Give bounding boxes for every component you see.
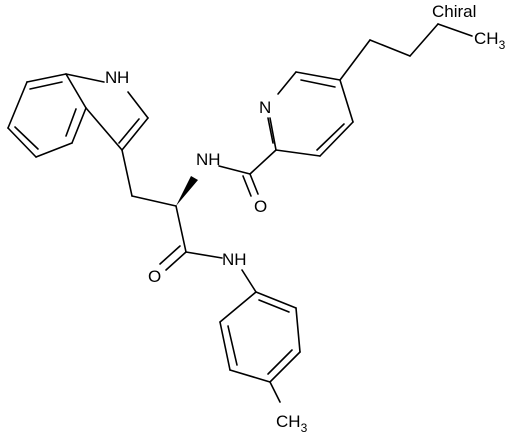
anilide-oxygen-label: O	[148, 267, 161, 286]
indole-benzene-ring	[7, 73, 87, 158]
stereo-wedge-bond	[176, 176, 198, 206]
anilide-nh-label: NH	[222, 250, 247, 269]
amide-nh-label: NH	[196, 150, 221, 169]
butyl-ch3-label: CH3	[474, 29, 506, 52]
indole-n-label: N	[105, 68, 117, 87]
amide-bonds	[218, 149, 277, 197]
pyridine-n-label: N	[259, 98, 271, 117]
pyridine-ring	[267, 71, 354, 157]
backbone-bonds	[121, 149, 223, 271]
chiral-flag: Chiral	[432, 2, 476, 21]
indole-pyrrole-ring	[65, 73, 149, 151]
butyl-chain	[339, 23, 473, 81]
amide-oxygen-label: O	[254, 197, 267, 216]
tolyl-ring	[219, 269, 301, 403]
tolyl-ch3-label: CH3	[276, 412, 308, 434]
indole-h-label: H	[117, 68, 129, 87]
